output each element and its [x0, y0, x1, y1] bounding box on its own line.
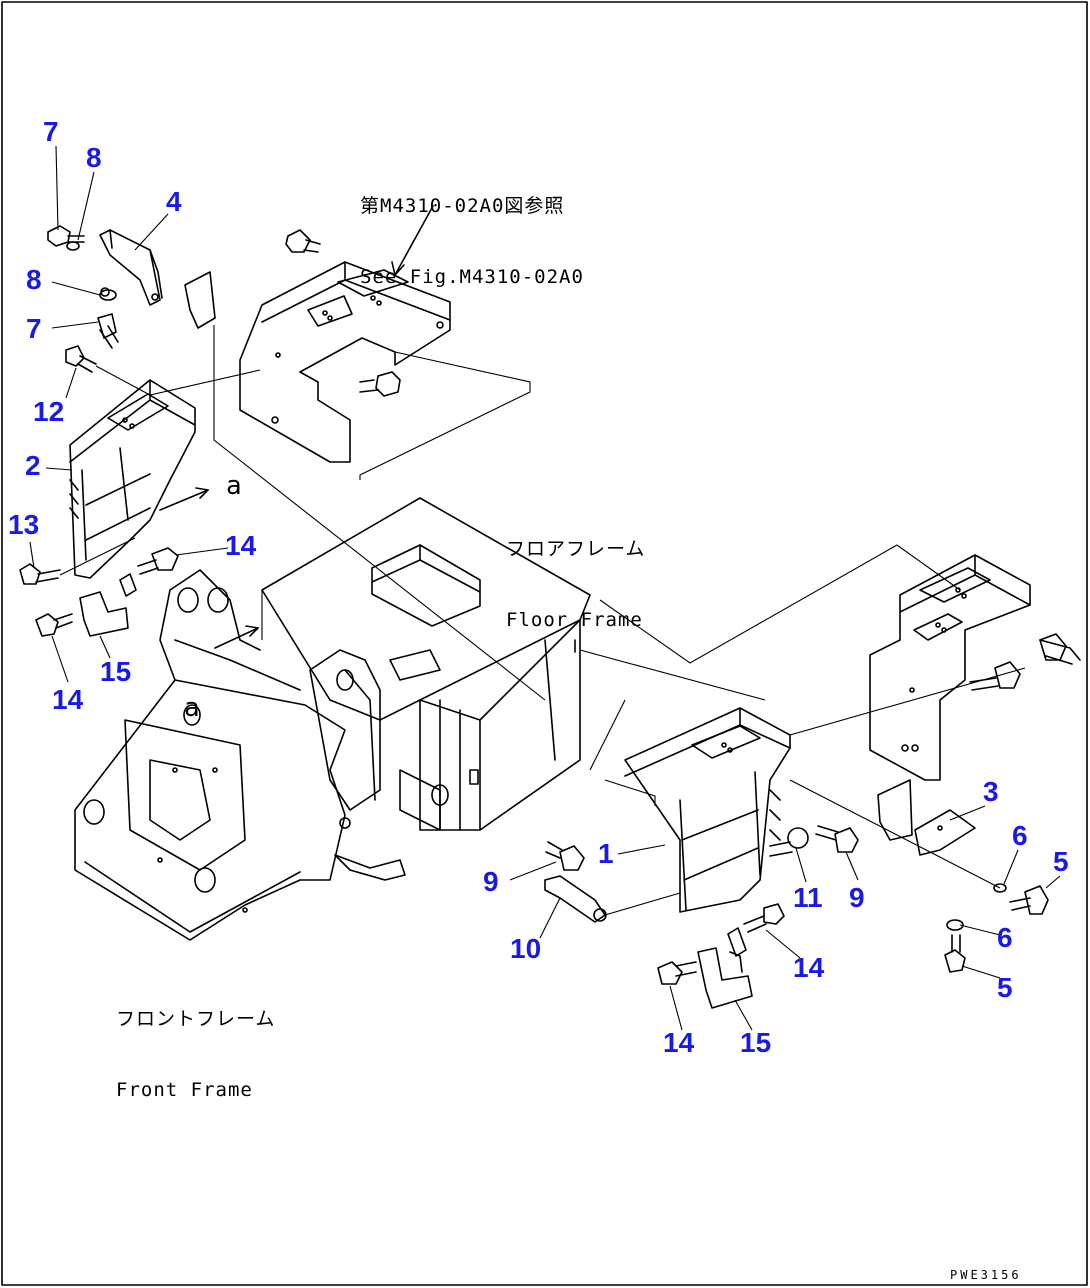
- callout-9-left: 9: [483, 866, 499, 897]
- callout-14-lower: 14: [663, 1027, 695, 1058]
- callout-7-lower: 7: [26, 313, 42, 344]
- floor-frame-label-jp: フロアフレーム: [506, 537, 646, 560]
- reference-note-jp: 第M4310-02A0図参照: [360, 194, 565, 217]
- callout-14-right: 14: [793, 952, 825, 983]
- floor-frame-label: フロアフレーム Floor Frame: [506, 490, 645, 680]
- view-marker-a-lower: a: [184, 693, 201, 723]
- reference-note: 第M4310-02A0図参照 See Fig.M4310-02A0: [360, 147, 584, 337]
- callout-15-left: 15: [100, 656, 132, 687]
- callout-14-left: 14: [52, 684, 84, 715]
- bracket-3-drawing: [789, 779, 1049, 973]
- front-frame-label-jp: フロントフレーム: [116, 1007, 276, 1030]
- callout-5-lower: 5: [997, 972, 1013, 1003]
- floor-frame-drawing: [261, 497, 961, 831]
- callout-11: 11: [793, 882, 823, 913]
- cab-mount-drawing: [239, 205, 531, 480]
- reference-note-en: See Fig.M4310-02A0: [360, 265, 584, 288]
- callout-1: 1: [598, 838, 614, 869]
- callout-6-lower: 6: [997, 922, 1013, 953]
- drawing-code: PWE3156: [950, 1268, 1022, 1282]
- step-2-drawing: [19, 345, 261, 637]
- callout-8-lower: 8: [26, 264, 42, 295]
- callout-2: 2: [25, 450, 41, 481]
- callout-15-lower: 15: [740, 1027, 772, 1058]
- callout-14-upper: 14: [225, 530, 257, 561]
- callout-3: 3: [983, 776, 999, 807]
- lower-small-parts-drawing: [544, 825, 859, 1009]
- callout-10: 10: [510, 933, 542, 964]
- right-cab-mount-drawing: [869, 554, 1081, 781]
- leader-lines: [29, 145, 1061, 1031]
- callout-9-right: 9: [849, 882, 865, 913]
- floor-frame-label-en: Floor Frame: [506, 608, 643, 631]
- front-frame-label: フロントフレーム Front Frame: [116, 960, 275, 1150]
- front-frame-drawing: [74, 569, 441, 941]
- view-marker-a-upper: a: [226, 471, 243, 501]
- callout-13: 13: [8, 509, 40, 540]
- front-frame-label-en: Front Frame: [116, 1078, 253, 1101]
- callout-4: 4: [166, 186, 182, 217]
- step-1-drawing: [604, 667, 1026, 913]
- callout-12: 12: [33, 396, 65, 427]
- callout-8-upper: 8: [86, 142, 102, 173]
- callout-6-upper: 6: [1012, 820, 1028, 851]
- callout-5-upper: 5: [1053, 846, 1069, 877]
- callout-7-upper: 7: [43, 116, 59, 147]
